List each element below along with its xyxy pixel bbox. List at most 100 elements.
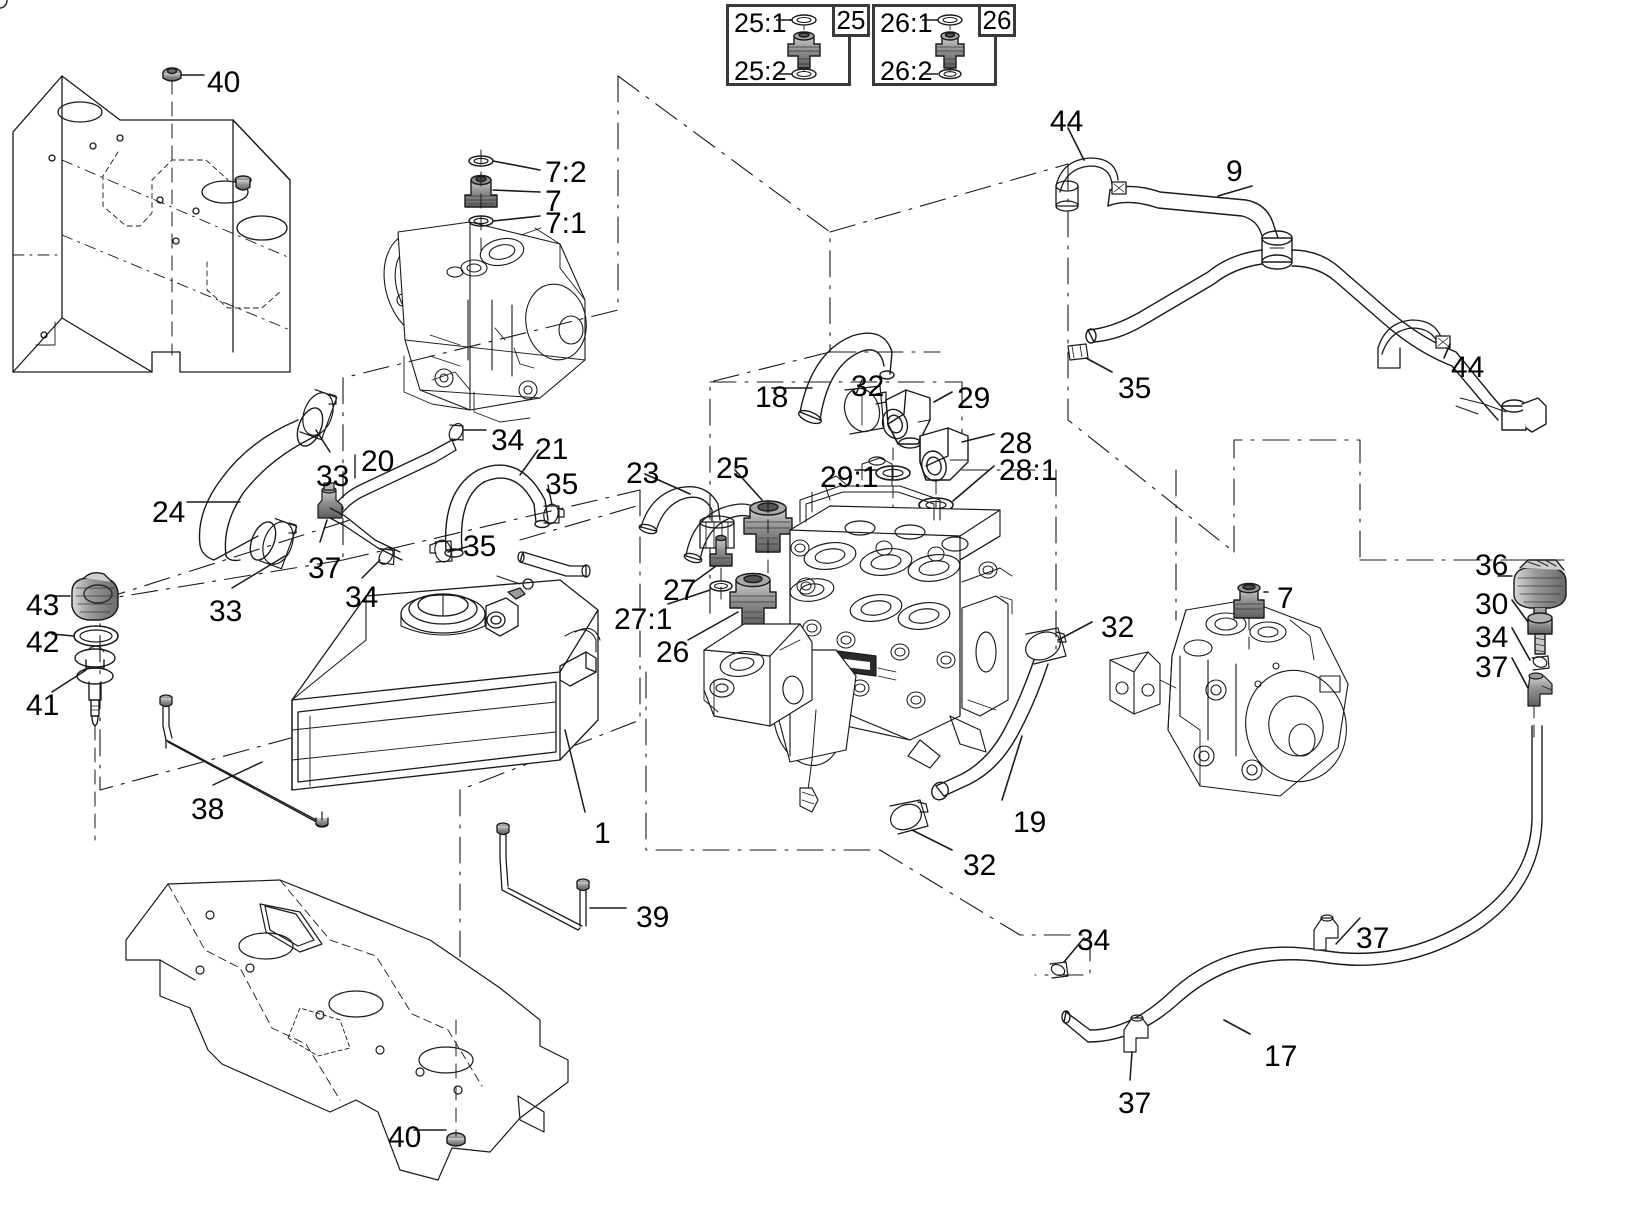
clamp-34-right	[1531, 655, 1550, 671]
clamp-33-upper	[299, 388, 338, 441]
leader-38	[212, 761, 263, 786]
leader-37-right	[1511, 657, 1529, 689]
clamp-35-hose21-right	[543, 503, 565, 525]
part-callout-17: 17	[1264, 1040, 1298, 1073]
detail-tag-25: 25	[832, 4, 870, 37]
detail-tag-26: 26	[978, 4, 1016, 37]
part-callout-19: 19	[1013, 806, 1047, 839]
fuel-cap-43	[71, 571, 119, 621]
part-callout-25: 25	[716, 452, 750, 485]
part-callout-30: 30	[1475, 588, 1509, 621]
elbow-28	[919, 427, 969, 482]
leader-35-low	[447, 545, 471, 553]
part-callout-7: 7	[545, 185, 562, 218]
tube-20-lower	[329, 507, 401, 553]
part-callout-32: 32	[963, 849, 997, 882]
nut-40-bottom	[446, 1132, 466, 1147]
part-callout-40: 40	[388, 1121, 422, 1154]
leader-28	[961, 433, 995, 443]
part-callout-37: 37	[1475, 651, 1509, 684]
part-callout-34: 34	[491, 424, 525, 457]
leader-33-lower	[231, 555, 286, 589]
oring-42	[73, 625, 119, 647]
leader-1	[564, 729, 586, 813]
fitting-7-right	[1233, 582, 1265, 619]
leader-23	[644, 473, 691, 495]
clamp-34-bottom	[1049, 961, 1069, 979]
leader-27-1	[667, 589, 711, 605]
hydraulic-pump-assembly	[703, 456, 1013, 813]
fitting-37-right	[1527, 672, 1553, 707]
leader-27	[693, 565, 717, 583]
part-callout-7-2: 7:2	[545, 156, 587, 189]
engine-shroud	[12, 75, 291, 373]
part-callout-32: 32	[851, 370, 885, 403]
part-callout-7: 7	[1277, 582, 1294, 615]
part-callout-1: 1	[594, 817, 611, 850]
clamp-32-hose19-top	[1025, 627, 1067, 665]
part-callout-29-1: 29:1	[820, 461, 879, 494]
leader-30	[1511, 599, 1529, 623]
part-callout-18: 18	[755, 381, 789, 414]
leader-28-1	[952, 465, 995, 502]
part-callout-21: 21	[535, 433, 569, 466]
hydraulic-tank	[291, 551, 601, 791]
elbow-29	[881, 389, 931, 449]
hose-21	[444, 464, 550, 558]
leader-37-left	[319, 519, 328, 543]
part-callout-24: 24	[152, 496, 186, 529]
tube-20	[334, 439, 457, 517]
fitting-27	[709, 534, 733, 567]
leader-9	[1217, 185, 1253, 197]
wheel-motor-right	[1109, 599, 1349, 797]
part-callout-23: 23	[626, 457, 660, 490]
part-callout-38: 38	[191, 793, 225, 826]
leader-42	[51, 633, 75, 637]
part-callout-35: 35	[463, 530, 497, 563]
leader-35-mid	[547, 484, 553, 506]
clamp-32-hose18	[843, 385, 887, 435]
part-callout-34: 34	[1077, 924, 1111, 957]
leader-32-upper	[855, 379, 863, 395]
detail-26-1-label: 26:1	[880, 8, 933, 38]
fitting-26	[729, 572, 777, 627]
leader-44-right	[1443, 343, 1451, 359]
leader-32-lower	[911, 829, 953, 851]
part-callout-7-1: 7:1	[545, 207, 587, 240]
detail-tag-26-label: 26	[982, 5, 1012, 35]
leader-29	[933, 391, 953, 403]
part-callout-35: 35	[545, 468, 579, 501]
part-callout-40: 40	[207, 66, 241, 99]
strap-38	[159, 694, 329, 828]
part-callout-44: 44	[1050, 105, 1084, 138]
clamp-34-left	[378, 547, 395, 566]
leader-37-br	[1335, 917, 1361, 945]
part-callout-34: 34	[1475, 621, 1509, 654]
part-callout-20: 20	[361, 445, 395, 478]
part-callout-34: 34	[345, 581, 379, 614]
leader-34-right	[1511, 627, 1531, 661]
detail-tag-25-label: 25	[836, 5, 866, 35]
part-callout-36: 36	[1475, 549, 1509, 582]
detail-26-2-label: 26:2	[880, 56, 933, 86]
part-callout-44: 44	[1451, 351, 1485, 384]
part-callout-37: 37	[1356, 922, 1390, 955]
hose-24	[198, 407, 324, 562]
part-callout-28: 28	[999, 427, 1033, 460]
wheel-motor-left	[383, 221, 587, 423]
part-callout-29: 29	[957, 382, 991, 415]
clamp-37-hose17-upper	[1313, 914, 1339, 951]
clamp-37-hose17-lower	[1123, 1014, 1149, 1053]
leader-41	[51, 669, 87, 693]
leader-35-right	[1085, 357, 1113, 373]
detail-25-2-label: 25:2	[734, 56, 787, 86]
clamp-34-upper-hose	[448, 422, 464, 442]
detail-25-1-label: 25:1	[734, 8, 787, 38]
leader-25	[734, 469, 763, 501]
leader-33-upper	[315, 429, 331, 453]
part-callout-37: 37	[308, 552, 342, 585]
cap-36	[1513, 559, 1567, 617]
clamp-44-right	[1377, 319, 1451, 369]
